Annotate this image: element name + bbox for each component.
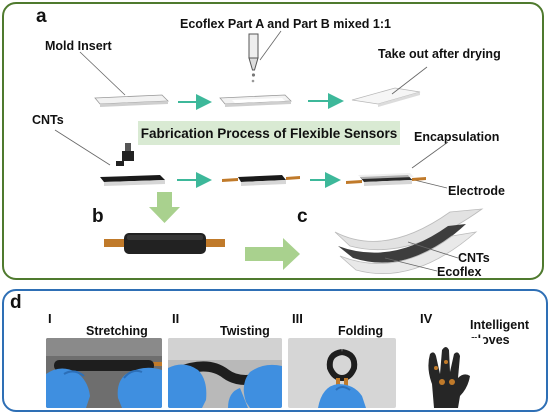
panel-d-letter: d [10,292,22,313]
stretching-label: Stretching [86,324,148,338]
electrode-label: Electrode [448,184,505,198]
fabrication-illustration [54,30,484,275]
right-arrow [245,238,300,270]
twisting-photo [168,338,282,408]
brush-icon [116,143,134,166]
mold-insert-label: Mold Insert [45,39,112,53]
pipette-icon [248,33,259,83]
numeral-ii: II [172,311,180,326]
mold-insert-1 [94,94,169,107]
folding-photo [288,338,396,408]
numeral-iv: IV [420,311,433,326]
process-banner: Fabrication Process of Flexible Sensors [138,121,400,145]
twisting-label: Twisting [220,324,270,338]
folding-label: Folding [338,324,384,338]
cnt-coated-layer [100,175,165,186]
layer-structure-illustration [334,208,484,275]
panel-a-letter: a [36,6,47,27]
panel-a-frame [2,2,544,280]
cnts-label: CNTs [32,113,64,127]
panel-b-letter: b [92,206,104,227]
cnts-layer-label: CNTs [458,251,490,265]
mold-insert-2 [219,94,292,107]
panel-c-letter: c [297,206,308,227]
stretching-photo [46,338,162,408]
ecoflex-layer-label: Ecoflex [437,265,482,279]
intelligent-glove-photo [412,338,484,408]
take-out-label: Take out after drying [378,47,501,61]
sensor-sample [104,233,225,254]
down-arrow [149,192,180,223]
mixing-label: Ecoflex Part A and Part B mixed 1:1 [180,17,391,31]
numeral-iii: III [292,311,303,326]
panel-d-frame [2,289,548,412]
encapsulated-layer [346,173,426,186]
electrode-attached-layer [222,175,300,186]
dried-ecoflex-film [351,87,421,107]
encapsulation-label: Encapsulation [414,130,500,144]
numeral-i: I [48,311,52,326]
